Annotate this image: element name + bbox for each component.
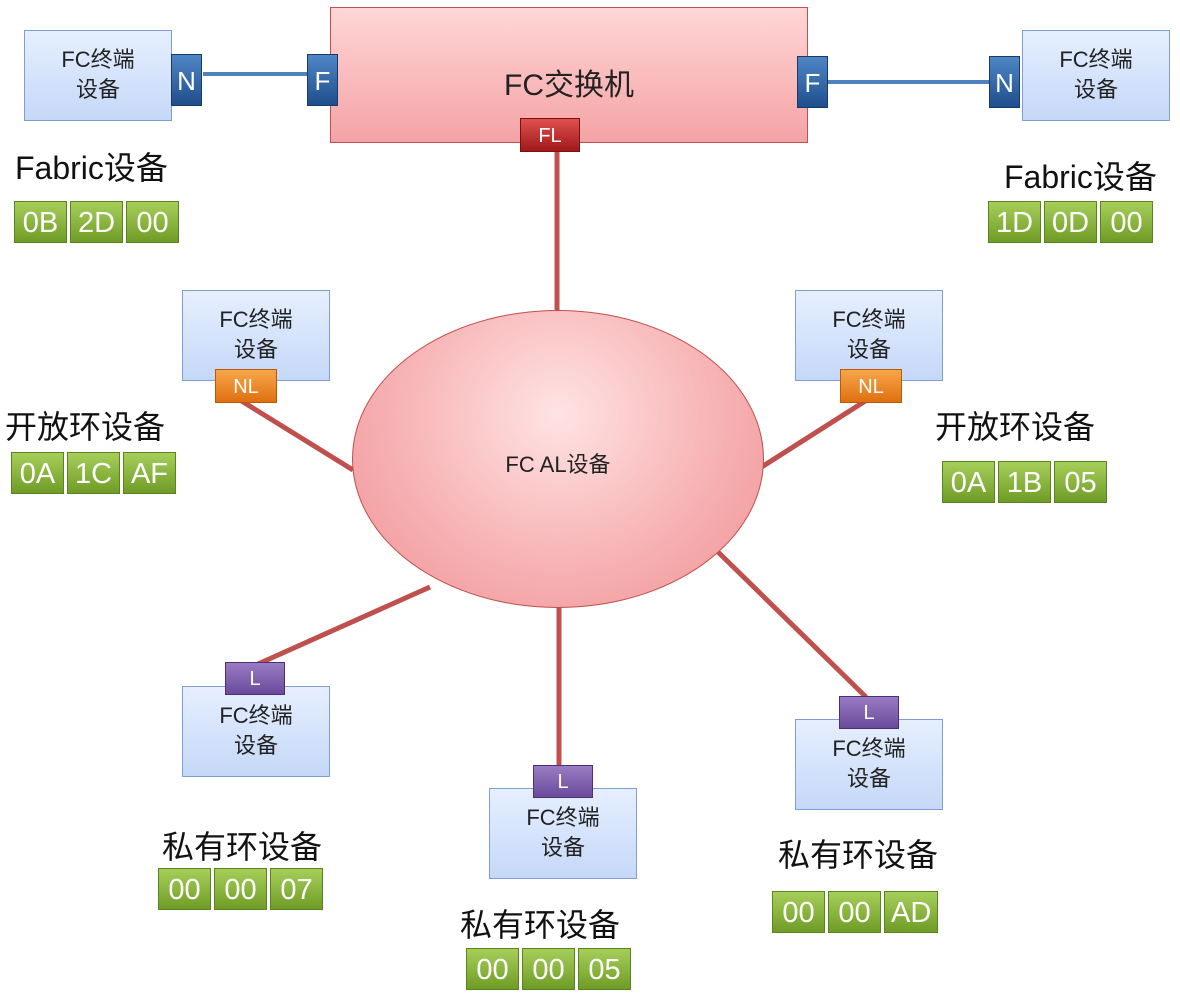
device-label-line2: 设备 bbox=[846, 766, 891, 791]
switch-title: FC交换机 bbox=[504, 69, 634, 102]
link-open-right bbox=[758, 395, 872, 471]
port-n-left: N bbox=[171, 54, 202, 106]
address-byte: 1C bbox=[67, 452, 120, 494]
address-byte: 0A bbox=[11, 452, 64, 494]
port-n-right: N bbox=[989, 56, 1020, 108]
switch-port-f-left: F bbox=[307, 54, 338, 106]
device-label-line1: FC终端 bbox=[219, 703, 293, 728]
address-byte: AD bbox=[884, 891, 939, 933]
device-label-line1: FC终端 bbox=[1059, 47, 1133, 72]
port-nl-right: NL bbox=[840, 369, 902, 403]
loop-label: FC AL设备 bbox=[505, 452, 611, 477]
fabric-device-right: FC终端 设备 bbox=[1022, 30, 1170, 121]
fabric-left-address: 0B 2D 00 bbox=[14, 201, 179, 243]
port-nl-left: NL bbox=[215, 369, 277, 403]
private-left-address: 00 00 07 bbox=[158, 868, 323, 910]
fabric-device-left: FC终端 设备 bbox=[24, 30, 172, 121]
address-byte: 00 bbox=[828, 891, 881, 933]
open-loop-device-left: FC终端 设备 bbox=[182, 290, 330, 381]
device-label-line1: FC终端 bbox=[61, 47, 135, 72]
private-center-address: 00 00 05 bbox=[466, 948, 631, 990]
address-byte: 0B bbox=[14, 201, 67, 243]
fabric-right-type: Fabric设备 bbox=[1004, 159, 1157, 195]
address-byte: 00 bbox=[1100, 201, 1153, 243]
link-open-left bbox=[238, 397, 355, 473]
fabric-left-type: Fabric设备 bbox=[15, 150, 168, 186]
device-label-line2: 设备 bbox=[75, 77, 120, 102]
device-label-line2: 设备 bbox=[846, 337, 891, 362]
address-byte: 00 bbox=[126, 201, 179, 243]
private-left-type: 私有环设备 bbox=[162, 829, 323, 865]
device-label-line1: FC终端 bbox=[832, 307, 906, 332]
fabric-right-address: 1D 0D 00 bbox=[988, 201, 1153, 243]
address-byte: 1D bbox=[988, 201, 1041, 243]
private-loop-device-right: FC终端 设备 bbox=[795, 719, 943, 810]
address-byte: 2D bbox=[70, 201, 123, 243]
private-right-type: 私有环设备 bbox=[778, 837, 939, 873]
port-l-left: L bbox=[225, 662, 285, 695]
private-center-type: 私有环设备 bbox=[460, 907, 621, 943]
address-byte: 00 bbox=[772, 891, 825, 933]
private-right-address: 00 00 AD bbox=[772, 891, 939, 933]
switch-port-f-right: F bbox=[797, 56, 828, 108]
port-l-center: L bbox=[533, 765, 593, 798]
fc-al-loop: FC AL设备 bbox=[352, 310, 764, 608]
device-label-line2: 设备 bbox=[540, 835, 585, 860]
address-byte: 0A bbox=[942, 461, 995, 503]
address-byte: 1B bbox=[998, 461, 1051, 503]
switch-port-fl: FL bbox=[520, 118, 580, 152]
device-label-line2: 设备 bbox=[233, 337, 278, 362]
open-left-type: 开放环设备 bbox=[5, 409, 166, 445]
address-byte: 00 bbox=[522, 948, 575, 990]
open-right-address: 0A 1B 05 bbox=[942, 461, 1107, 503]
device-label-line1: FC终端 bbox=[219, 307, 293, 332]
private-loop-device-left: FC终端 设备 bbox=[182, 686, 330, 777]
link-private-left bbox=[256, 584, 432, 667]
private-loop-device-center: FC终端 设备 bbox=[489, 788, 637, 879]
address-byte: 00 bbox=[158, 868, 211, 910]
address-byte: 07 bbox=[270, 868, 323, 910]
open-right-type: 开放环设备 bbox=[935, 409, 1096, 445]
open-loop-device-right: FC终端 设备 bbox=[795, 290, 943, 381]
device-label-line1: FC终端 bbox=[526, 805, 600, 830]
address-byte: 05 bbox=[1054, 461, 1107, 503]
device-label-line2: 设备 bbox=[233, 733, 278, 758]
address-byte: AF bbox=[123, 452, 176, 494]
address-byte: 05 bbox=[578, 948, 631, 990]
port-l-right: L bbox=[839, 696, 899, 729]
address-byte: 00 bbox=[214, 868, 267, 910]
device-label-line1: FC终端 bbox=[832, 736, 906, 761]
device-label-line2: 设备 bbox=[1073, 77, 1118, 102]
open-left-address: 0A 1C AF bbox=[11, 452, 176, 494]
link-private-right bbox=[714, 548, 868, 699]
address-byte: 0D bbox=[1044, 201, 1097, 243]
address-byte: 00 bbox=[466, 948, 519, 990]
